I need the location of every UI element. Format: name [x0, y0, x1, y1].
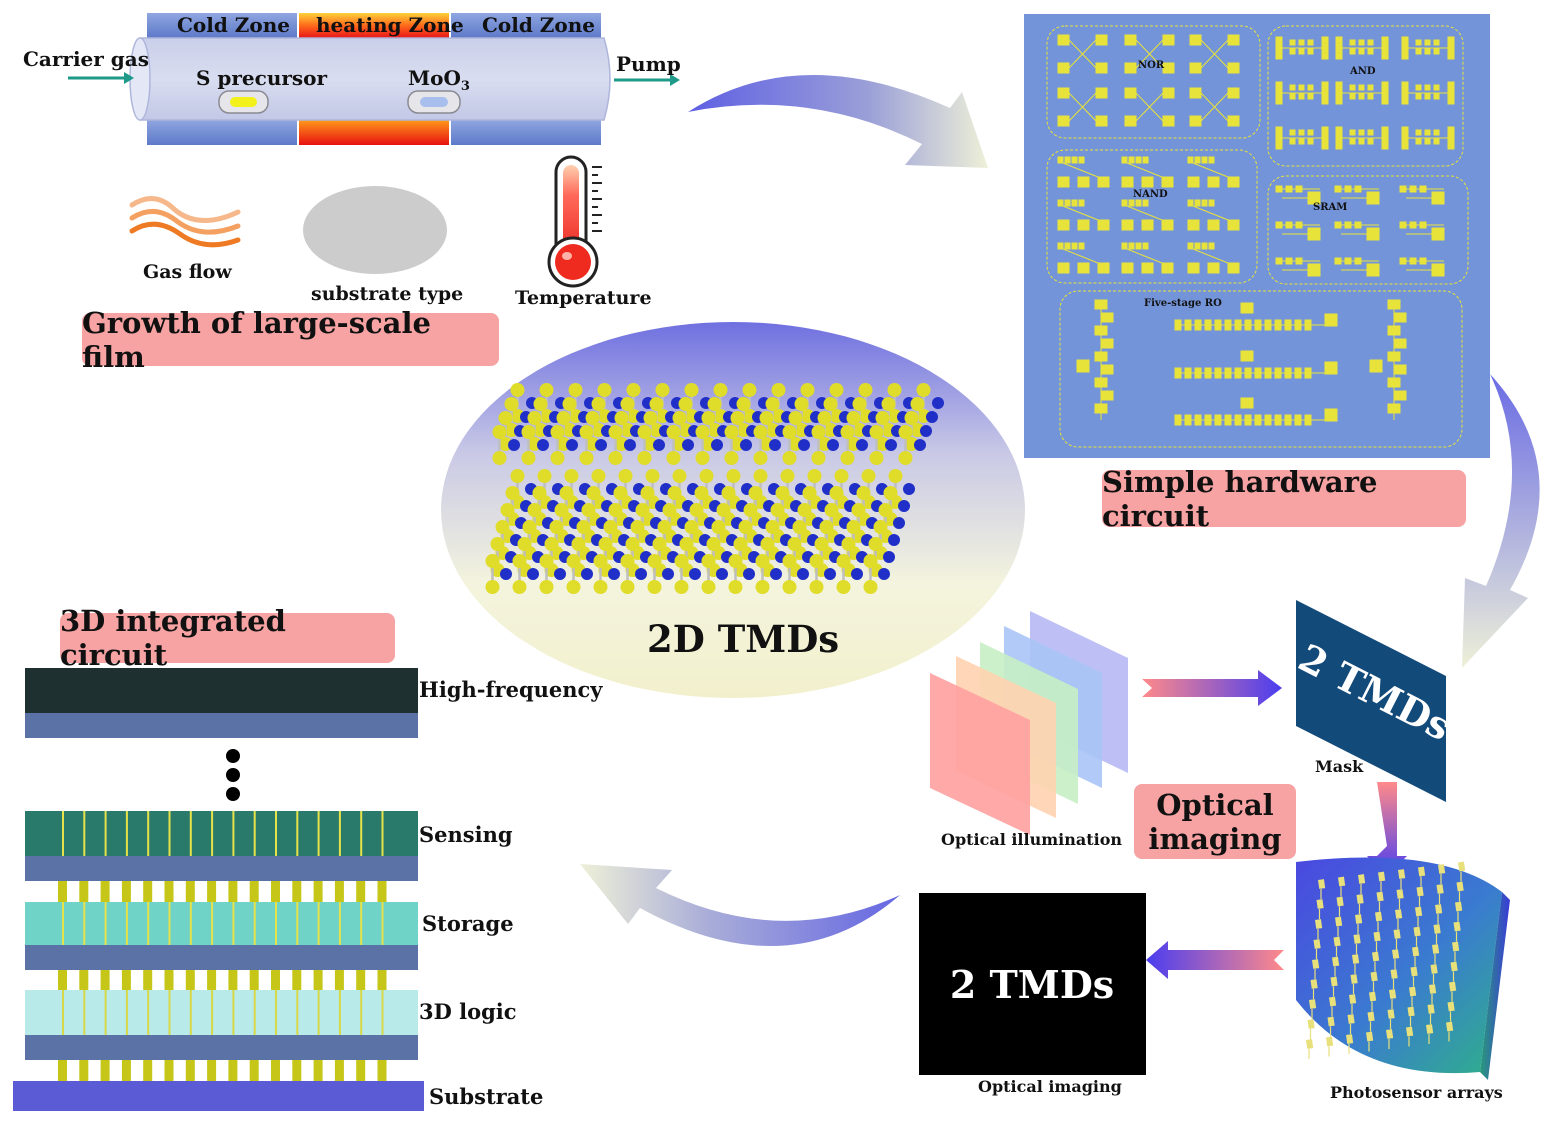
3d-stack	[13, 668, 424, 1111]
illumination-sheets	[930, 611, 1128, 835]
substrate-type-label: substrate type	[311, 283, 464, 305]
flow-arrow-bottom	[580, 864, 900, 946]
circuit-sram-label: SRAM	[1313, 202, 1348, 213]
circuit-nor-label: NOR	[1138, 60, 1165, 71]
arrow-to-photosensor	[1367, 782, 1407, 876]
layer-label-sensing: Sensing	[419, 822, 513, 847]
mask-label: Mask	[1315, 757, 1364, 776]
lattice-bottom-layer	[485, 469, 915, 594]
hardware-label: Simple hardware circuit	[1102, 465, 1466, 533]
gas-flow-label: Gas flow	[143, 261, 232, 283]
stack-vias	[58, 811, 387, 1081]
imaging-screen	[919, 893, 1146, 1075]
zone-label-cold-left: Cold Zone	[177, 13, 291, 37]
layer-3d-logic	[25, 990, 418, 1035]
temperature-label: Temperature	[515, 287, 652, 309]
cvd-furnace	[68, 13, 680, 145]
circuit-and-label: AND	[1350, 66, 1376, 77]
moo3-label: MoO3	[408, 66, 470, 94]
circuit-ro-label: Five-stage RO	[1144, 298, 1222, 309]
layer-high-frequency	[25, 668, 418, 713]
circuit-nand-label: NAND	[1133, 189, 1168, 200]
screen-text: 2 TMDs	[950, 962, 1114, 1007]
carrier-gas-label: Carrier gas	[23, 47, 149, 71]
layer-storage	[25, 902, 418, 945]
thermometer-icon	[547, 155, 602, 288]
flow-arrow-top	[688, 74, 988, 168]
circuit-groups	[1046, 25, 1469, 448]
flow-arrow-right	[1462, 374, 1540, 668]
zone-label-heating: heating Zone	[316, 13, 464, 37]
layer-label-storage: Storage	[422, 911, 514, 936]
mask-panel	[1296, 600, 1446, 802]
lattice-top-layer	[492, 383, 944, 465]
center-label: 2D TMDs	[647, 617, 840, 661]
gas-flow-icon	[129, 196, 241, 248]
zone-label-cold-right: Cold Zone	[482, 13, 596, 37]
layer-label-logic: 3D logic	[419, 999, 517, 1024]
heating-zone-top	[299, 13, 449, 38]
substrate-type-icon	[303, 186, 447, 274]
layer-label-high-frequency: High-frequency	[419, 677, 603, 702]
imaging-label: Optical imaging	[978, 1077, 1122, 1096]
integrated-circuit-label: 3D integrated circuit	[60, 604, 395, 672]
layer-sensing	[25, 811, 418, 856]
photosensor-wafer	[1296, 857, 1510, 1080]
growth-label: Growth of large-scale film	[82, 306, 499, 374]
s-precursor-label: S precursor	[196, 66, 328, 90]
pump-label: Pump	[616, 52, 681, 76]
cold-zone-left-top	[147, 13, 297, 38]
arrow-to-screen	[1146, 941, 1284, 979]
circuit-pads	[1057, 34, 1455, 426]
illumination-label: Optical illumination	[941, 830, 1122, 849]
layer-substrate	[13, 1081, 424, 1111]
heating-zone-bottom	[299, 120, 449, 145]
cold-zone-right-top	[451, 13, 601, 38]
photosensor-label: Photosensor arrays	[1330, 1083, 1503, 1102]
layer-label-substrate: Substrate	[429, 1084, 544, 1109]
arrow-to-mask	[1142, 670, 1282, 706]
cold-zone-right-bottom	[451, 120, 601, 145]
cold-zone-left-bottom	[147, 120, 297, 145]
